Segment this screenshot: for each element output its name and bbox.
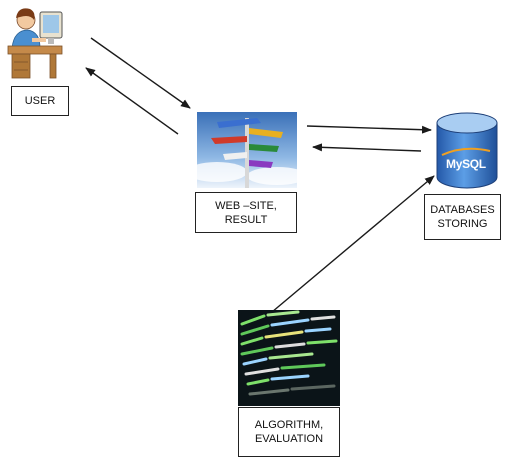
database-cylinder-icon: MySQL — [434, 111, 500, 191]
arrow-website-to-database — [306, 125, 432, 134]
algorithm-label: ALGORITHM, EVALUATION — [238, 407, 340, 457]
database-label-line-2: STORING — [437, 218, 488, 230]
user-label-line-1: USER — [24, 95, 56, 107]
database-label: DATABASES STORING — [424, 194, 501, 240]
signpost-image — [187, 112, 307, 188]
arrow-algorithm-to-database — [271, 175, 435, 313]
user-at-computer-icon — [6, 4, 64, 82]
website-label: WEB –SITE, RESULT — [195, 192, 297, 233]
arrow-website-to-user — [85, 67, 179, 135]
arrow-database-to-website — [312, 143, 422, 152]
website-label-line-2: RESULT — [224, 213, 268, 226]
website-label-line-1: WEB –SITE, — [215, 199, 277, 212]
mysql-logo-text: MySQL — [446, 157, 486, 171]
arrow-user-to-website — [90, 37, 191, 109]
user-label: USER — [11, 86, 69, 116]
algorithm-label-line-1: ALGORITHM, — [254, 419, 324, 431]
database-label-line-1: DATABASES — [430, 204, 495, 216]
code-screen-image — [238, 310, 340, 406]
algorithm-label-line-2: EVALUATION — [254, 433, 324, 445]
